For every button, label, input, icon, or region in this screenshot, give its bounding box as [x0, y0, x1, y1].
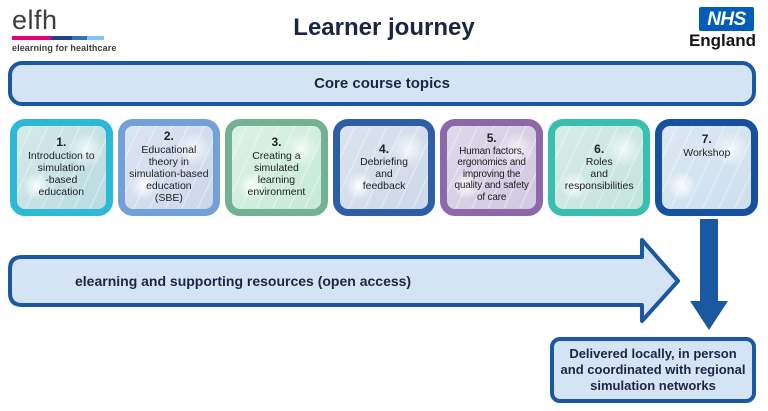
topic-number: 7.: [701, 132, 712, 146]
topic-label: Creating a simulated learning environmen…: [247, 150, 306, 199]
nhs-england-logo: NHS England: [689, 7, 756, 51]
topic-label: Workshop: [683, 146, 731, 159]
topic-label: Debriefing and feedback: [360, 156, 408, 193]
nhs-logo-box: NHS: [699, 7, 754, 31]
page-title: Learner journey: [293, 14, 475, 41]
topic-label: Human factors, ergonomics and improving …: [454, 145, 529, 203]
nhs-logo-text: NHS: [707, 8, 746, 30]
topic-number: 6.: [594, 141, 605, 156]
topic-box-4: 4. Debriefing and feedback: [332, 119, 436, 216]
core-course-topics-banner: Core course topics: [8, 61, 756, 106]
nhs-region-text: England: [688, 31, 756, 50]
topics-row: 1. Introduction to simulation -based edu…: [10, 119, 759, 216]
topic-number: 2.: [163, 129, 174, 144]
topic-box-6: 6. Roles and responsibilities: [547, 119, 651, 216]
elfh-logo-stripe: [12, 36, 104, 41]
topic-number: 4.: [379, 141, 390, 156]
topic-box-2: 2. Educational theory in simulation-base…: [117, 119, 221, 216]
banner-label: Core course topics: [314, 75, 450, 92]
elfh-logo: elfh elearning for healthcare: [12, 6, 116, 53]
elearning-resources-label: elearning and supporting resources (open…: [75, 273, 412, 289]
elfh-stripe-segment: [71, 36, 88, 41]
topic-number: 5.: [486, 130, 497, 145]
elfh-tagline: elearning for healthcare: [12, 43, 117, 54]
workshop-down-arrow: [690, 219, 728, 330]
elearning-resources-arrow: [8, 238, 680, 323]
topic-label: Introduction to simulation -based educat…: [28, 150, 95, 199]
topic-label: Educational theory in simulation-based e…: [129, 144, 209, 205]
delivery-note-box: Delivered locally, in person and coordin…: [550, 337, 756, 403]
topic-number: 1.: [56, 135, 67, 150]
elfh-stripe-segment: [12, 36, 51, 41]
topic-label: Roles and responsibilities: [564, 156, 634, 193]
topic-box-3: 3. Creating a simulated learning environ…: [225, 119, 328, 216]
topic-box-1: 1. Introduction to simulation -based edu…: [10, 119, 113, 216]
elfh-stripe-segment: [87, 36, 104, 41]
topic-box-7: 7. Workshop: [655, 119, 759, 216]
delivery-note-text: Delivered locally, in person and coordin…: [560, 345, 746, 394]
topic-number: 3.: [271, 135, 282, 150]
topic-box-5: 5. Human factors, ergonomics and improvi…: [440, 119, 543, 216]
elfh-logo-text: elfh: [12, 5, 58, 35]
elfh-stripe-segment: [50, 36, 72, 41]
